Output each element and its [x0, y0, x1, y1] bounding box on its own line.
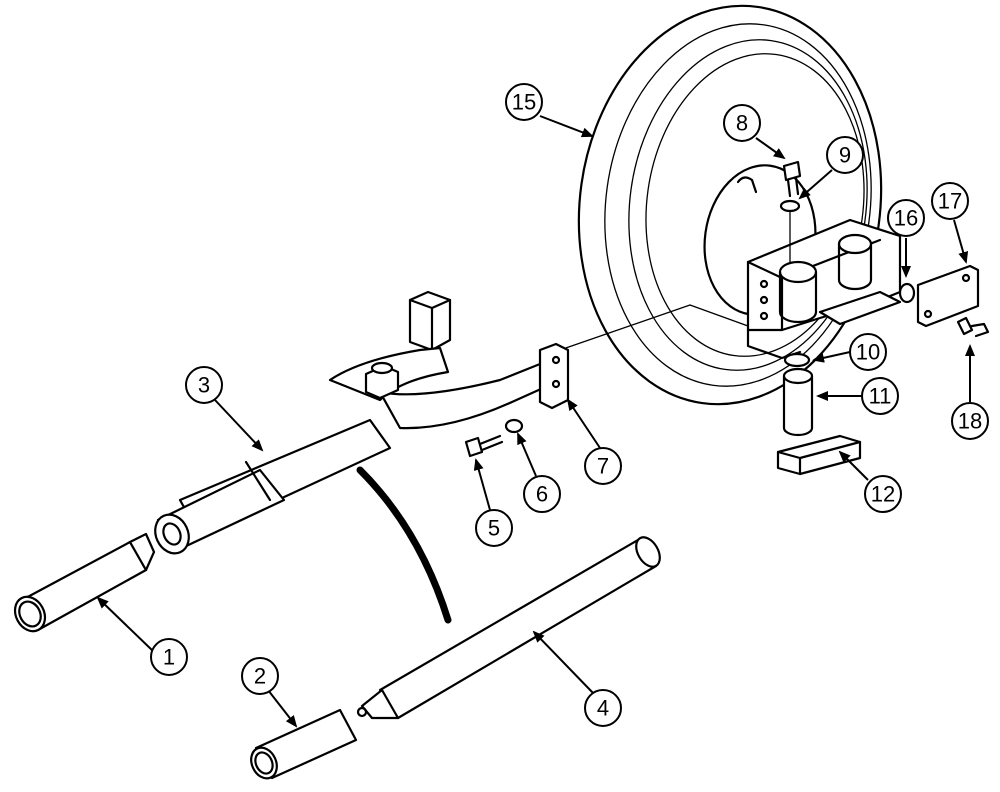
- callout-6: 6: [517, 432, 561, 513]
- svg-text:6: 6: [536, 482, 548, 507]
- callout-9: 9: [798, 136, 864, 200]
- svg-text:8: 8: [736, 111, 748, 136]
- alignment-line-2: [689, 304, 749, 327]
- svg-text:10: 10: [856, 340, 880, 365]
- yoke-assembly-drawing: [154, 290, 570, 555]
- svg-text:15: 15: [512, 90, 536, 115]
- svg-text:2: 2: [254, 664, 266, 689]
- callout-2: 2: [241, 657, 298, 728]
- callout-5: 5: [473, 458, 513, 547]
- callout-4: 4: [532, 630, 622, 727]
- callout-18: 18: [951, 344, 989, 440]
- callout-15: 15: [505, 83, 594, 138]
- svg-text:7: 7: [597, 454, 609, 479]
- rotation-arrow: [356, 466, 452, 624]
- svg-text:4: 4: [597, 696, 609, 721]
- callout-8: 8: [723, 104, 786, 160]
- callout-10: 10: [812, 333, 887, 371]
- bearing-bracket-drawing: [746, 218, 902, 360]
- rod-part-4-drawing: [356, 536, 661, 720]
- svg-text:12: 12: [871, 482, 895, 507]
- small-bolt-drawing: [464, 418, 524, 458]
- svg-text:9: 9: [839, 143, 851, 168]
- callout-1: 1: [96, 596, 188, 676]
- callout-7: 7: [566, 398, 622, 485]
- svg-text:11: 11: [869, 384, 892, 409]
- side-plate-drawing: [898, 264, 990, 338]
- callout-11: 11: [816, 377, 899, 415]
- tube-part-2-drawing: [250, 708, 358, 780]
- idler-wheel-drawing: [577, 4, 883, 406]
- svg-text:17: 17: [938, 189, 962, 214]
- top-bolt-drawing: [779, 160, 802, 263]
- svg-text:1: 1: [163, 645, 175, 670]
- svg-text:18: 18: [958, 409, 982, 434]
- alignment-line: [559, 304, 691, 351]
- callout-12: 12: [838, 450, 902, 513]
- lower-bracket-parts-drawing: [776, 352, 862, 476]
- callout-3: 3: [185, 366, 264, 452]
- callout-17: 17: [931, 182, 969, 264]
- svg-text:16: 16: [894, 206, 918, 231]
- svg-text:5: 5: [488, 516, 500, 541]
- tube-part-1-drawing: [13, 532, 156, 633]
- callout-16: 16: [887, 199, 925, 278]
- svg-text:3: 3: [198, 373, 210, 398]
